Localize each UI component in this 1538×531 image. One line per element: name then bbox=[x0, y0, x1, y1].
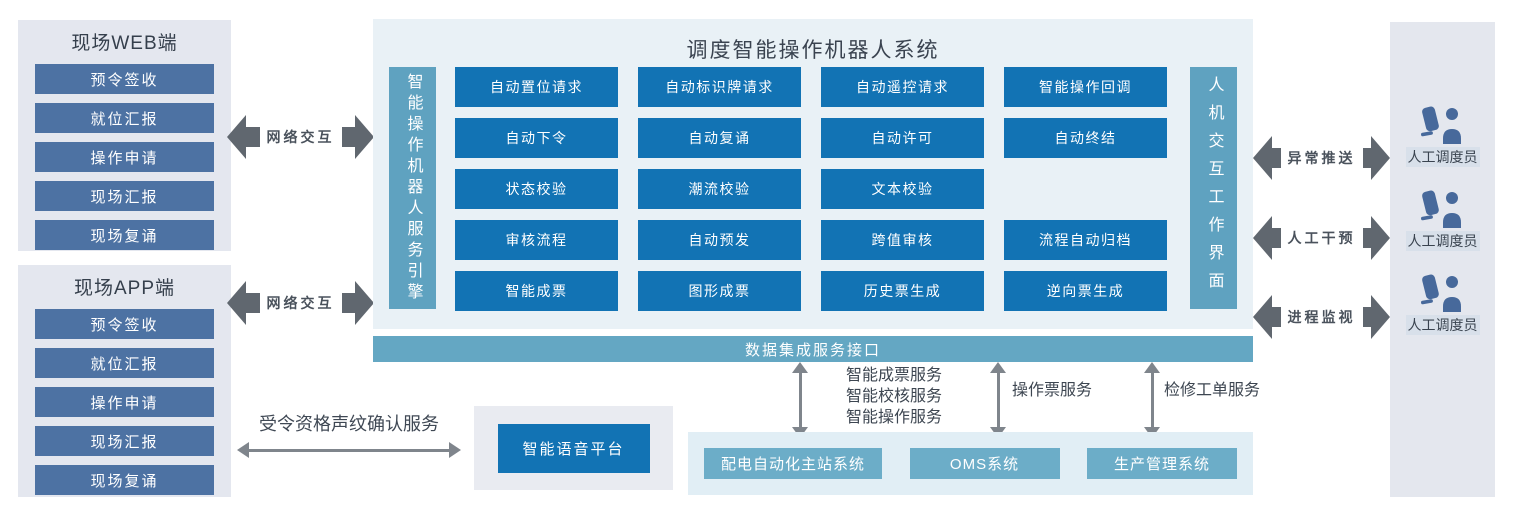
arrow-line bbox=[1150, 371, 1154, 429]
dispatcher-1: 人工调度员 bbox=[1390, 104, 1495, 167]
data-integration-bar: 数据集成服务接口 bbox=[373, 336, 1253, 362]
panel-dispatchers: 人工调度员 人工调度员 人工调度员 bbox=[1390, 22, 1495, 497]
dispatcher-2: 人工调度员 bbox=[1390, 188, 1495, 251]
panel-voice-platform: 智能语音平台 bbox=[474, 406, 673, 490]
cap-auto-repeat[interactable]: 自动复诵 bbox=[638, 118, 801, 158]
web-btn-site-report[interactable]: 现场汇报 bbox=[35, 181, 214, 211]
cap-review-flow[interactable]: 审核流程 bbox=[455, 220, 618, 260]
engine-bar: 智能操作机器人服务引擎 bbox=[389, 67, 436, 309]
service-label-maintenance-order: 检修工单服务 bbox=[1164, 382, 1261, 399]
dispatcher-label: 人工调度员 bbox=[1405, 147, 1480, 167]
cap-auto-terminate[interactable]: 自动终结 bbox=[1004, 118, 1167, 158]
system-production-management[interactable]: 生产管理系统 bbox=[1087, 448, 1237, 479]
web-btn-order-sign[interactable]: 预令签收 bbox=[35, 64, 214, 94]
service-labels-group: 智能成票服务 智能校核服务 智能操作服务 bbox=[846, 365, 942, 428]
cap-auto-predispatch[interactable]: 自动预发 bbox=[638, 220, 801, 260]
panel-robot-system: 调度智能操作机器人系统 智能操作机器人服务引擎 自动置位请求 自动标识牌请求 自… bbox=[373, 19, 1253, 329]
arrow-network-app: 网络交互 bbox=[227, 281, 374, 325]
panel-field-web-title: 现场WEB端 bbox=[71, 32, 178, 54]
arrow-network-web: 网络交互 bbox=[227, 115, 374, 159]
app-btn-site-repeat[interactable]: 现场复诵 bbox=[35, 465, 214, 495]
app-btn-site-report[interactable]: 现场汇报 bbox=[35, 426, 214, 456]
system-oms[interactable]: OMS系统 bbox=[909, 448, 1060, 479]
cap-auto-command[interactable]: 自动下令 bbox=[455, 118, 618, 158]
app-btn-order-sign[interactable]: 预令签收 bbox=[35, 309, 214, 339]
cap-text-check[interactable]: 文本校验 bbox=[821, 169, 984, 209]
arrow-voiceprint-service bbox=[237, 442, 461, 458]
field-web-button-list: 预令签收 就位汇报 操作申请 现场汇报 现场复诵 bbox=[18, 62, 231, 262]
cap-auto-remote-request[interactable]: 自动遥控请求 bbox=[821, 67, 984, 107]
hmi-bar: 人机交互工作界面 bbox=[1190, 67, 1237, 309]
cap-graphic-ticket[interactable]: 图形成票 bbox=[638, 271, 801, 311]
web-btn-operation-apply[interactable]: 操作申请 bbox=[35, 142, 214, 172]
arrow-operation-ticket-service bbox=[990, 362, 1006, 438]
system-distribution-automation[interactable]: 配电自动化主站系统 bbox=[704, 448, 882, 479]
arrow-line bbox=[996, 371, 1000, 429]
dispatcher-label: 人工调度员 bbox=[1405, 231, 1480, 251]
cap-auto-tag-request[interactable]: 自动标识牌请求 bbox=[638, 67, 801, 107]
robot-system-title: 调度智能操作机器人系统 bbox=[686, 39, 940, 62]
arrow-process-monitor: 进程监视 bbox=[1253, 295, 1390, 339]
field-app-button-list: 预令签收 就位汇报 操作申请 现场汇报 现场复诵 bbox=[18, 307, 231, 507]
panel-external-systems: 配电自动化主站系统 OMS系统 生产管理系统 bbox=[688, 432, 1253, 495]
cap-smart-op-callback[interactable]: 智能操作回调 bbox=[1004, 67, 1167, 107]
arrow-network-app-label: 网络交互 bbox=[259, 291, 342, 315]
arrow-exception-push-label: 异常推送 bbox=[1280, 146, 1363, 170]
dispatcher-at-desk-icon bbox=[1420, 106, 1461, 144]
service-label-smart-operation: 智能操作服务 bbox=[846, 409, 943, 426]
dispatcher-3: 人工调度员 bbox=[1390, 272, 1495, 335]
service-label-operation-ticket: 操作票服务 bbox=[1012, 382, 1093, 399]
web-btn-site-repeat[interactable]: 现场复诵 bbox=[35, 220, 214, 250]
voiceprint-service-label: 受令资格声纹确认服务 bbox=[259, 414, 439, 434]
dispatcher-at-desk-icon bbox=[1420, 190, 1461, 228]
arrow-exception-push: 异常推送 bbox=[1253, 136, 1390, 180]
panel-field-web: 现场WEB端 预令签收 就位汇报 操作申请 现场汇报 现场复诵 bbox=[18, 20, 231, 251]
cap-auto-archive[interactable]: 流程自动归档 bbox=[1004, 220, 1167, 260]
capability-grid: 自动置位请求 自动标识牌请求 自动遥控请求 智能操作回调 自动下令 自动复诵 自… bbox=[455, 67, 1167, 311]
panel-field-app-title: 现场APP端 bbox=[73, 277, 176, 299]
app-btn-operation-apply[interactable]: 操作申请 bbox=[35, 387, 214, 417]
dispatcher-at-desk-icon bbox=[1420, 274, 1461, 312]
dispatcher-label: 人工调度员 bbox=[1405, 315, 1480, 335]
cap-history-ticket[interactable]: 历史票生成 bbox=[821, 271, 984, 311]
cap-cross-shift-review[interactable]: 跨值审核 bbox=[821, 220, 984, 260]
app-btn-inplace-report[interactable]: 就位汇报 bbox=[35, 348, 214, 378]
arrow-line bbox=[247, 448, 451, 452]
cap-smart-ticket[interactable]: 智能成票 bbox=[455, 271, 618, 311]
service-label-smart-check: 智能校核服务 bbox=[846, 388, 943, 405]
voice-platform-button[interactable]: 智能语音平台 bbox=[497, 423, 650, 473]
arrow-network-web-label: 网络交互 bbox=[259, 125, 342, 149]
cap-reverse-ticket[interactable]: 逆向票生成 bbox=[1004, 271, 1167, 311]
cap-powerflow-check[interactable]: 潮流校验 bbox=[638, 169, 801, 209]
arrow-manual-intervention-label: 人工干预 bbox=[1280, 226, 1363, 250]
arrow-line bbox=[798, 371, 802, 429]
panel-field-app: 现场APP端 预令签收 就位汇报 操作申请 现场汇报 现场复诵 bbox=[18, 265, 231, 497]
web-btn-inplace-report[interactable]: 就位汇报 bbox=[35, 103, 214, 133]
arrow-manual-intervention: 人工干预 bbox=[1253, 216, 1390, 260]
arrow-ticket-services bbox=[792, 362, 808, 438]
service-label-smart-ticket: 智能成票服务 bbox=[846, 367, 943, 384]
cap-auto-set-position[interactable]: 自动置位请求 bbox=[455, 67, 618, 107]
arrow-process-monitor-label: 进程监视 bbox=[1280, 305, 1363, 329]
cap-auto-permit[interactable]: 自动许可 bbox=[821, 118, 984, 158]
cap-state-check[interactable]: 状态校验 bbox=[455, 169, 618, 209]
arrow-maintenance-order-service bbox=[1144, 362, 1160, 438]
